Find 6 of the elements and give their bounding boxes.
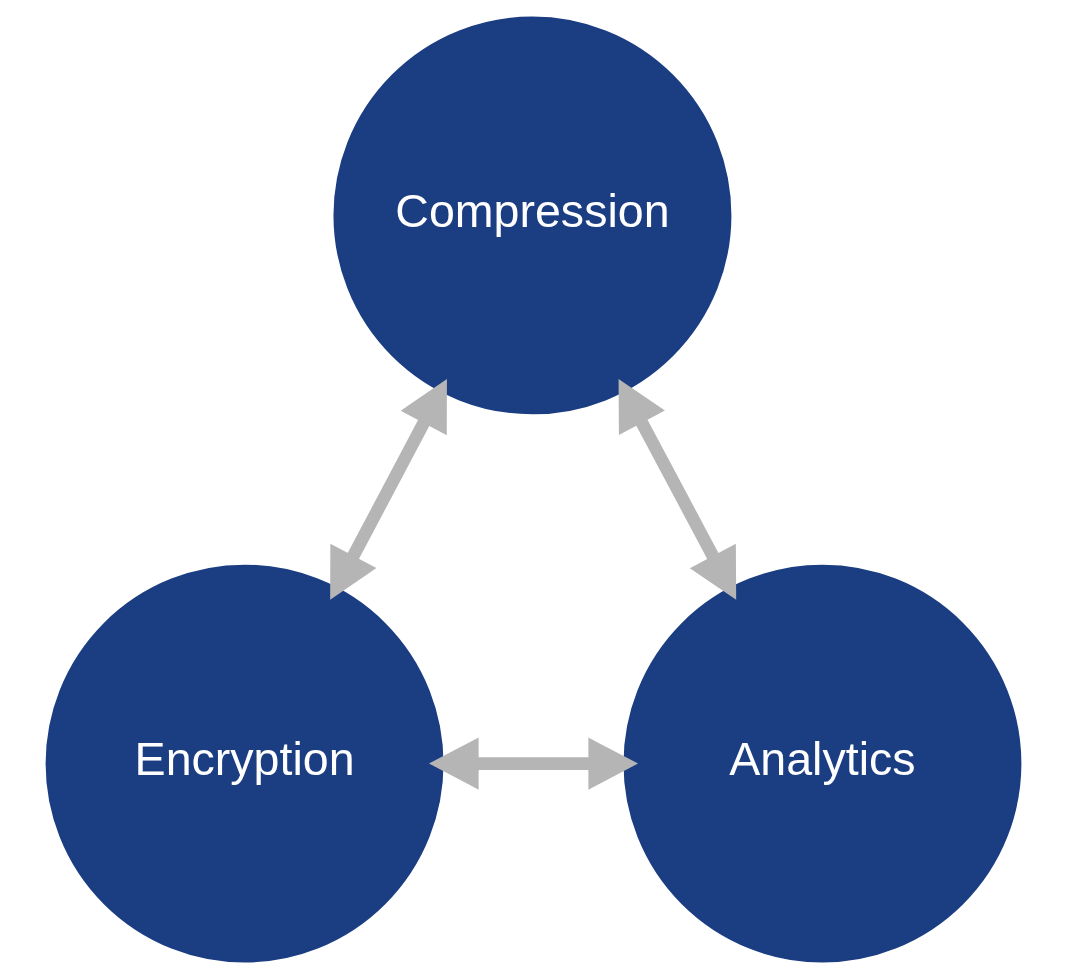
arrow bbox=[618, 378, 736, 600]
node-circle: Compression bbox=[332, 15, 731, 414]
node-circle: Analytics bbox=[622, 564, 1021, 963]
arrow bbox=[428, 737, 638, 790]
arrow bbox=[329, 378, 447, 600]
node-circle: Encryption bbox=[45, 564, 444, 963]
